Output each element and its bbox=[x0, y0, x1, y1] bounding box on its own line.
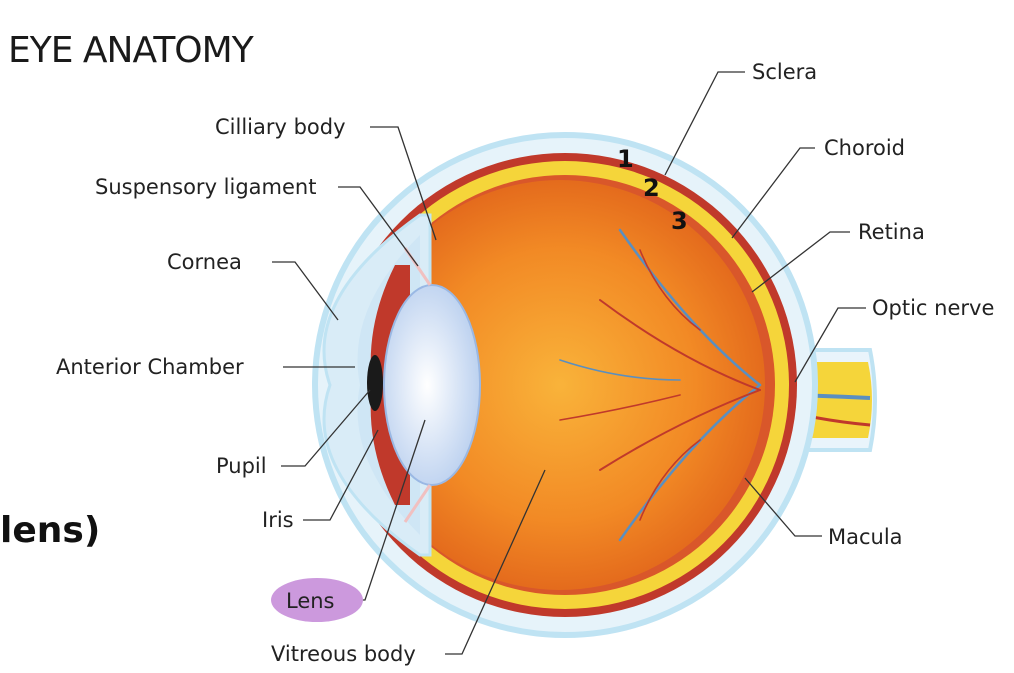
lens-highlight bbox=[271, 578, 363, 622]
handwritten-annotations: 1 2 3 lens) bbox=[0, 145, 688, 551]
retinal-vessels bbox=[559, 228, 762, 542]
layer-number-1: 1 bbox=[617, 145, 634, 173]
handwritten-note: lens) bbox=[0, 510, 100, 551]
label-macula: Macula bbox=[828, 525, 903, 549]
vitreous-body bbox=[355, 180, 765, 590]
anterior-segment bbox=[322, 213, 481, 557]
label-pupil: Pupil bbox=[216, 454, 267, 478]
label-iris: Iris bbox=[262, 508, 294, 532]
label-suspensory-ligament: Suspensory ligament bbox=[95, 175, 316, 199]
pupil-shape bbox=[367, 355, 383, 411]
label-optic-nerve: Optic nerve bbox=[872, 296, 994, 320]
layer-number-2: 2 bbox=[643, 174, 660, 202]
lens-shape bbox=[383, 284, 481, 486]
label-vitreous-body: Vitreous body bbox=[271, 642, 416, 666]
layer-number-3: 3 bbox=[671, 207, 688, 235]
label-ciliary-body: Cilliary body bbox=[215, 115, 346, 139]
label-retina: Retina bbox=[858, 220, 925, 244]
label-lens: Lens bbox=[286, 589, 335, 613]
eyeball bbox=[312, 132, 818, 638]
labels: Sclera Choroid Retina Optic nerve Macula… bbox=[56, 60, 994, 666]
leader-lines bbox=[272, 71, 866, 655]
diagram-title: EYE ANATOMY bbox=[8, 30, 255, 71]
label-cornea: Cornea bbox=[167, 250, 242, 274]
label-choroid: Choroid bbox=[824, 136, 905, 160]
label-anterior-chamber: Anterior Chamber bbox=[56, 355, 244, 379]
label-sclera: Sclera bbox=[752, 60, 817, 84]
